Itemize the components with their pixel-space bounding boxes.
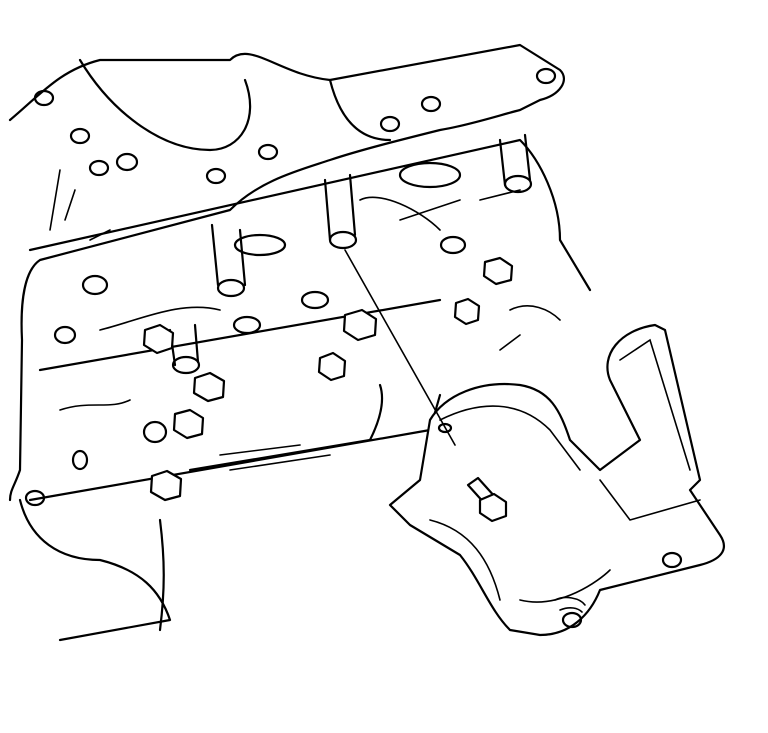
- bolt-bosses: [168, 133, 533, 375]
- holes: [24, 67, 557, 507]
- hex-nuts: [142, 256, 514, 502]
- mount-bracket: [388, 323, 725, 637]
- bracket-bolt: [344, 249, 508, 523]
